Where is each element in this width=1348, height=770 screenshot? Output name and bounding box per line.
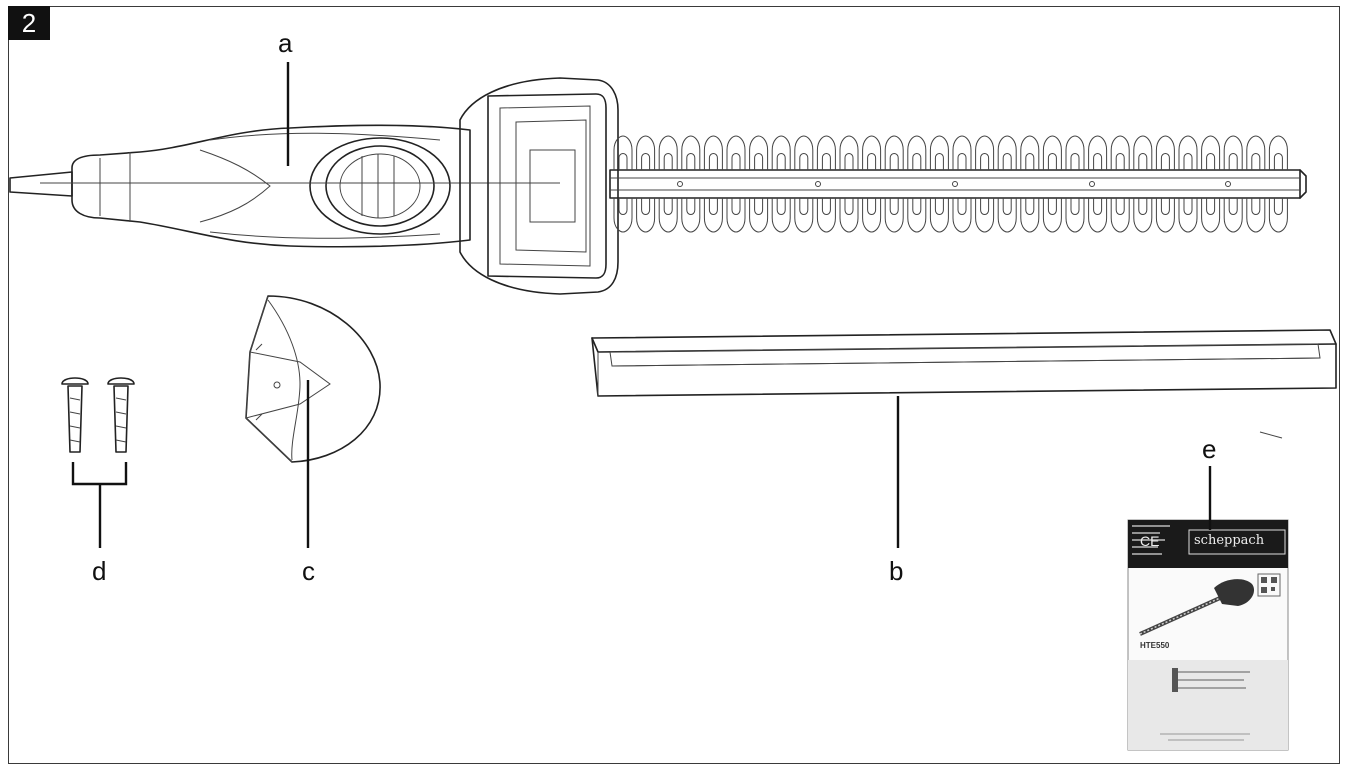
manual-model: HTE550 (1140, 641, 1170, 650)
leader-d (71, 462, 128, 548)
blade-tooth (703, 198, 723, 233)
blade-tooth (726, 135, 746, 170)
blade-tooth (613, 135, 633, 170)
blade-tooth (884, 198, 904, 233)
blade-tooth (1268, 198, 1288, 233)
blade-tooth (975, 198, 995, 233)
blade-tooth (1133, 135, 1153, 170)
blade-tooth (658, 135, 678, 170)
blade-tooth (749, 135, 769, 170)
blade-tooth (749, 198, 769, 233)
operating-manual (1127, 519, 1289, 751)
screws (61, 377, 135, 453)
blade-tooth (907, 135, 927, 170)
blade-teeth-top (613, 135, 1288, 170)
blade-tooth (839, 135, 859, 170)
blade-tooth (975, 135, 995, 170)
blade-tooth (862, 135, 882, 170)
label-c: c (302, 556, 315, 586)
blade-tooth (1020, 135, 1040, 170)
blade-tooth (703, 135, 723, 170)
manual-brand-logo: scheppach (1194, 533, 1265, 548)
figure-frame (8, 6, 1340, 764)
blade-tooth (862, 198, 882, 233)
blade-tooth (1223, 198, 1243, 233)
blade-guard (591, 329, 1337, 439)
hand-guard (245, 295, 381, 463)
figure-number: 2 (8, 6, 50, 40)
manual-ce-mark: CE (1140, 533, 1160, 549)
blade-tooth (1088, 198, 1108, 233)
screw-1 (61, 377, 89, 453)
blade-tooth (1178, 198, 1198, 233)
blade-rivets (677, 181, 1231, 187)
blade-tooth (1065, 135, 1085, 170)
blade-tooth (952, 198, 972, 233)
blade-tooth (658, 198, 678, 233)
hedge-trimmer (9, 77, 1307, 295)
blade-tooth (816, 198, 836, 233)
blade-tooth (816, 135, 836, 170)
blade-tooth (997, 198, 1017, 233)
blade-tooth (1042, 198, 1062, 233)
blade-tooth (1110, 135, 1130, 170)
blade-tooth (1268, 135, 1288, 170)
blade-tooth (1110, 198, 1130, 233)
blade-tooth (726, 198, 746, 233)
blade-tooth (952, 135, 972, 170)
blade-tooth (1088, 135, 1108, 170)
blade-tooth (1133, 198, 1153, 233)
blade-tooth (1042, 135, 1062, 170)
label-b: b (889, 556, 904, 586)
blade-tooth (1201, 135, 1221, 170)
blade-tooth (907, 198, 927, 233)
blade-tooth (794, 198, 814, 233)
blade-tooth (1201, 198, 1221, 233)
leader-lines (71, 62, 1212, 548)
label-a: a (278, 28, 293, 58)
blade-tooth (1020, 198, 1040, 233)
blade-tooth (771, 135, 791, 170)
blade-tooth (613, 198, 633, 233)
blade-tooth (681, 198, 701, 233)
blade-tooth (997, 135, 1017, 170)
blade-tooth (1223, 135, 1243, 170)
blade-tooth (929, 135, 949, 170)
screw-2 (107, 377, 135, 453)
blade-tooth (839, 198, 859, 233)
label-e: e (1202, 434, 1217, 464)
blade-tooth (1065, 198, 1085, 233)
blade-tooth (636, 135, 656, 170)
blade-tooth (771, 198, 791, 233)
blade-tooth (636, 198, 656, 233)
blade-tooth (1155, 198, 1175, 233)
blade-tooth (681, 135, 701, 170)
blade-tooth (929, 198, 949, 233)
blade-tooth (794, 135, 814, 170)
blade-tooth (1155, 135, 1175, 170)
blade-tooth (1246, 135, 1266, 170)
blade-tooth (1246, 198, 1266, 233)
blade-tooth (1178, 135, 1198, 170)
blade-teeth-bottom (613, 198, 1288, 233)
label-d: d (92, 556, 107, 586)
blade-tooth (884, 135, 904, 170)
